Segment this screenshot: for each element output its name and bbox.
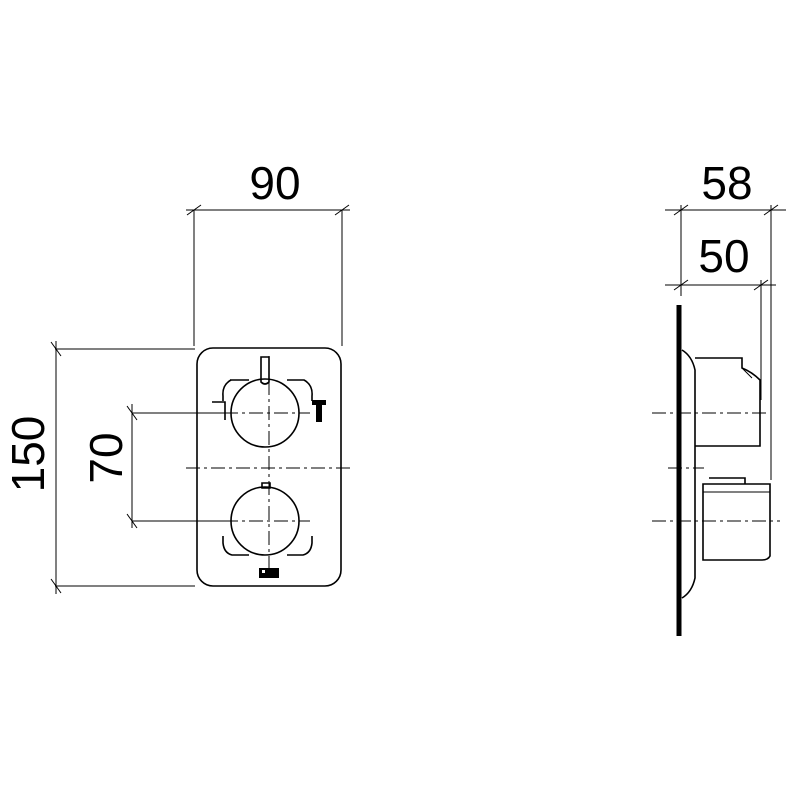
- cover-plate: [196, 347, 342, 587]
- upper-handle-profile: [695, 357, 761, 447]
- brand-mark-icon: [259, 568, 279, 578]
- upper-knob: [222, 356, 313, 448]
- dimension-body-depth: [665, 279, 776, 400]
- cover-profile: [681, 349, 696, 599]
- dimension-width: [186, 204, 350, 346]
- lower-handle-profile: [702, 483, 771, 561]
- dimension-height-label: 150: [2, 416, 54, 493]
- dimension-width-label: 90: [249, 157, 300, 209]
- lower-knob: [222, 482, 313, 556]
- dimension-height: [50, 341, 195, 594]
- dimension-body-depth-label: 50: [698, 230, 749, 282]
- side-view: 58 50: [652, 157, 786, 636]
- cold-symbol-icon: [212, 401, 226, 420]
- dimension-spacing: [126, 404, 236, 529]
- dimension-spacing-label: 70: [80, 432, 132, 483]
- hot-symbol-icon: [312, 400, 326, 422]
- dimension-overall-depth: [665, 204, 786, 480]
- dimension-overall-depth-label: 58: [701, 157, 752, 209]
- front-view: 90 150 70: [2, 157, 352, 594]
